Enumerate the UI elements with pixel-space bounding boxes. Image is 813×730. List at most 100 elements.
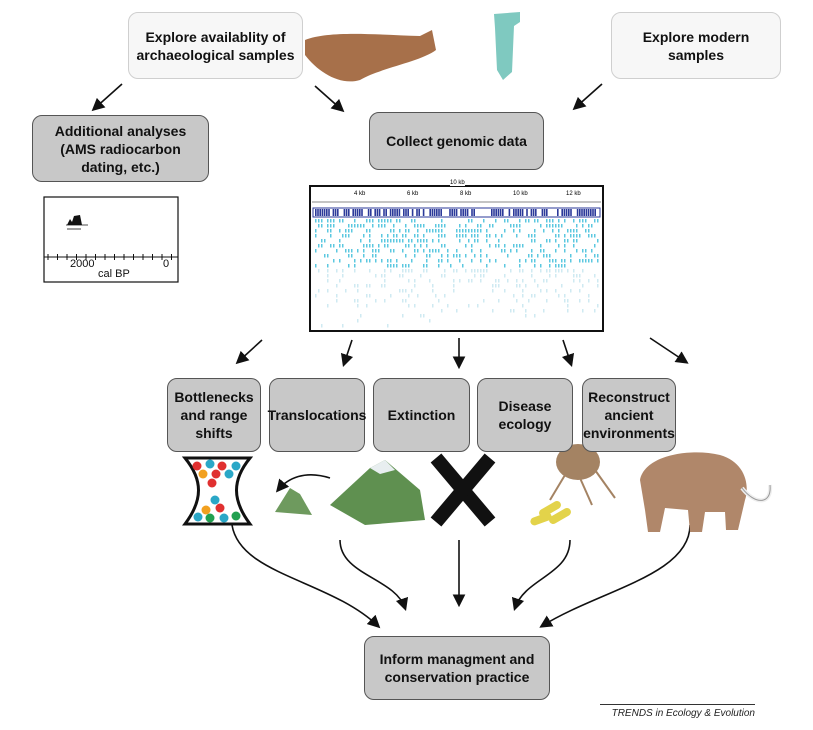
read-mark (441, 244, 443, 248)
read-mark (459, 279, 461, 283)
read-mark (327, 304, 329, 308)
read-mark (408, 239, 410, 243)
read-mark (405, 264, 407, 268)
sample-tube-illustration (494, 12, 520, 80)
read-mark (426, 254, 428, 258)
read-mark (426, 269, 428, 273)
read-mark (564, 244, 566, 248)
coverage-mark (563, 209, 566, 216)
read-mark (522, 244, 524, 248)
read-mark (456, 249, 458, 253)
read-mark (597, 239, 599, 243)
read-mark (555, 224, 557, 228)
read-mark (366, 219, 368, 223)
box-label: Disease ecology (498, 398, 552, 432)
read-mark (531, 249, 533, 253)
read-mark (477, 304, 479, 308)
read-mark (576, 234, 578, 238)
read-mark (354, 224, 356, 228)
allele-dot (207, 478, 217, 488)
read-mark (393, 224, 395, 228)
read-mark (549, 224, 551, 228)
read-mark (525, 259, 527, 263)
read-mark (369, 269, 371, 273)
read-mark (522, 304, 524, 308)
read-mark (342, 274, 344, 278)
read-mark (363, 254, 365, 258)
read-mark (513, 229, 515, 233)
read-mark (411, 219, 413, 223)
read-mark (324, 254, 326, 258)
read-mark (459, 234, 461, 238)
read-mark (354, 259, 356, 263)
read-mark (441, 309, 443, 313)
coverage-mark (389, 209, 392, 216)
radiocarbon-plot-frame (43, 196, 179, 283)
read-mark (531, 259, 533, 263)
read-mark (366, 244, 368, 248)
read-mark (402, 234, 404, 238)
coverage-mark (398, 209, 401, 216)
allele-dot (193, 512, 203, 522)
read-mark (315, 264, 317, 268)
read-mark (594, 274, 596, 278)
read-mark (366, 229, 368, 233)
read-mark (423, 314, 425, 318)
coverage-mark (334, 209, 337, 216)
collect-genomic-data-box: Collect genomic data (369, 112, 544, 170)
read-mark (594, 309, 596, 313)
read-mark (495, 279, 497, 283)
read-mark (333, 224, 335, 228)
read-mark (342, 219, 344, 223)
coverage-mark (471, 209, 473, 216)
read-mark (579, 259, 581, 263)
read-mark (480, 269, 482, 273)
read-mark (396, 239, 398, 243)
read-mark (399, 289, 401, 293)
read-mark (414, 234, 416, 238)
read-mark (582, 309, 584, 313)
coverage-mark (378, 209, 381, 216)
read-mark (327, 279, 329, 283)
read-mark (441, 234, 443, 238)
coverage-mark (407, 209, 409, 216)
coverage-mark (376, 209, 379, 216)
read-mark (561, 224, 563, 228)
reconstruct-environments-box: Reconstruct ancient environments (582, 378, 676, 452)
read-mark (567, 229, 569, 233)
read-mark (384, 219, 386, 223)
read-mark (543, 309, 545, 313)
read-mark (453, 279, 455, 283)
read-mark (534, 259, 536, 263)
coverage-mark (561, 209, 563, 216)
read-mark (588, 299, 590, 303)
read-mark (570, 289, 572, 293)
read-mark (588, 224, 590, 228)
allele-dot (198, 469, 208, 479)
read-mark (477, 239, 479, 243)
read-mark (315, 294, 317, 298)
coverage-mark (321, 209, 324, 216)
read-mark (318, 289, 320, 293)
read-mark (561, 264, 563, 268)
read-mark (354, 299, 356, 303)
read-mark (555, 269, 557, 273)
bottlenecks-box: Bottlenecks and range shifts (167, 378, 261, 452)
read-mark (477, 224, 479, 228)
read-mark (504, 274, 506, 278)
read-mark (435, 224, 437, 228)
read-mark (456, 229, 458, 233)
read-mark (558, 264, 560, 268)
read-mark (534, 234, 536, 238)
read-mark (387, 219, 389, 223)
read-mark (339, 219, 341, 223)
box-label: Explore availablity of archaeological sa… (136, 28, 295, 63)
coverage-mark (592, 209, 594, 216)
read-mark (522, 289, 524, 293)
read-mark (456, 254, 458, 258)
read-mark (519, 219, 521, 223)
read-mark (588, 259, 590, 263)
box-label: Translocations (267, 407, 367, 423)
read-mark (318, 269, 320, 273)
read-mark (582, 259, 584, 263)
